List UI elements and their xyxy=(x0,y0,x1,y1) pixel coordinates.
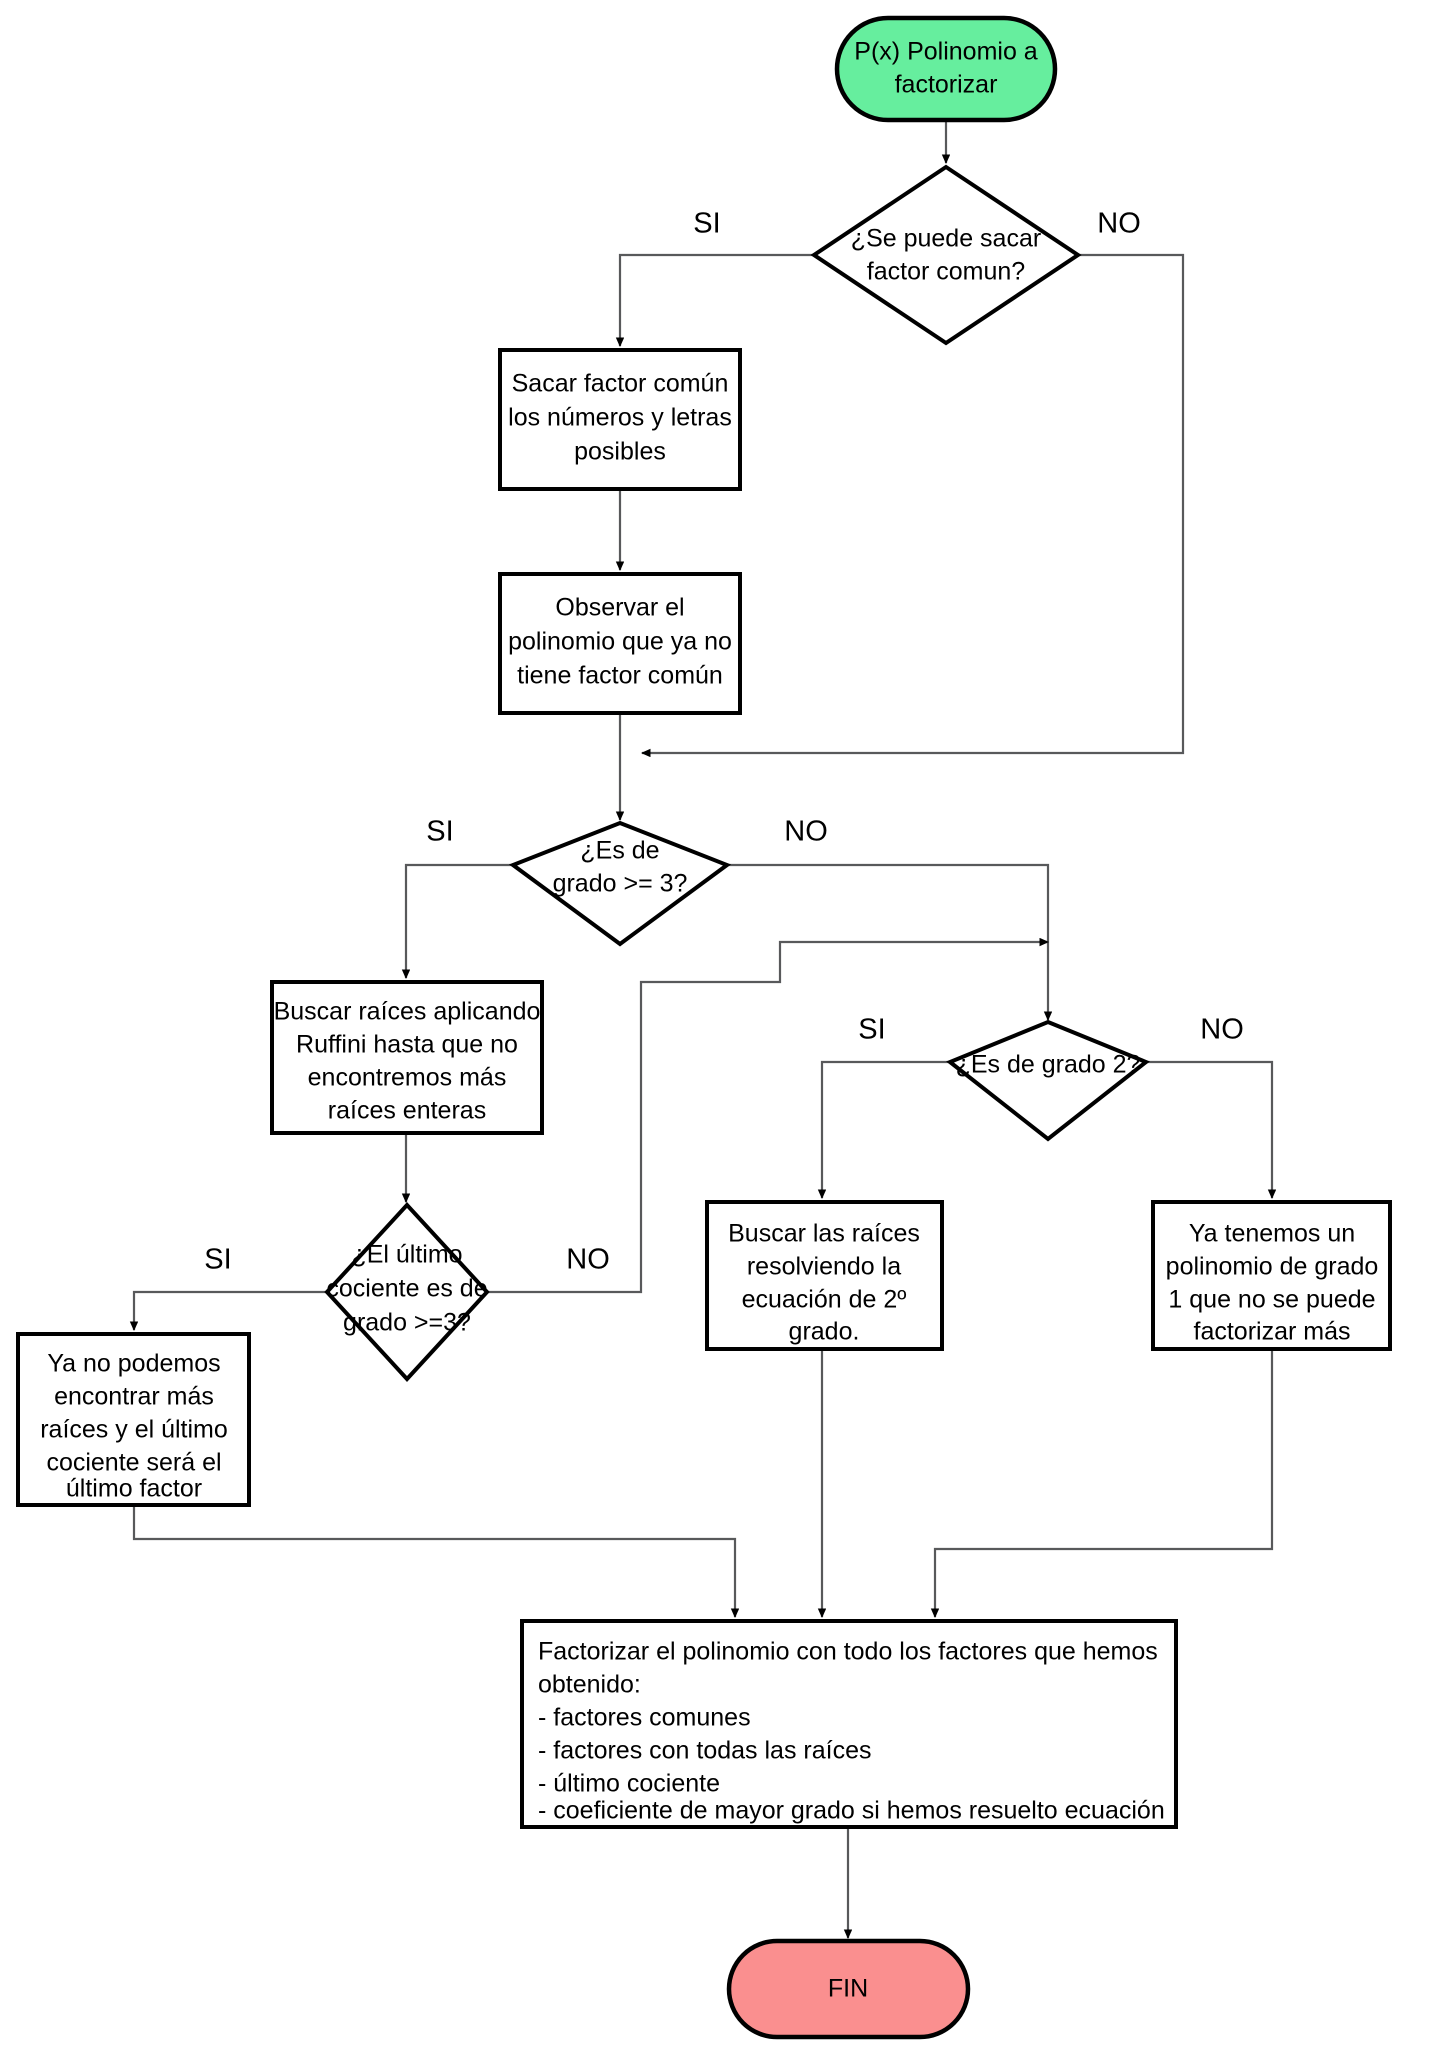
edge-grado3-si xyxy=(401,863,513,979)
branch-label-grado3-no: NO xyxy=(784,816,828,848)
process-sacar-factor-line-3: posibles xyxy=(574,438,666,466)
node-decision-ultimo-cociente[interactable]: ¿El último cociente es de grado >=3? SI … xyxy=(204,1202,610,1382)
process-factorizar-final-line-3: - factores comunes xyxy=(538,1704,751,1732)
decision-ultimo-cociente-line-2: cociente es de xyxy=(326,1275,487,1303)
decision-grado3-shape xyxy=(508,820,732,947)
process-ecuacion2-line-2: resolviendo la xyxy=(747,1253,901,1281)
node-start[interactable]: P(x) Polinomio a factorizar xyxy=(834,15,1058,123)
node-process-ruffini[interactable]: Buscar raíces aplicando Ruffini hasta qu… xyxy=(270,980,544,1135)
node-process-ecuacion2[interactable]: Buscar las raíces resolviendo la ecuació… xyxy=(705,1200,944,1351)
process-ecuacion2-line-1: Buscar las raíces xyxy=(728,1220,920,1248)
decision-factor-comun-shape xyxy=(810,164,1082,346)
process-observar-line-1: Observar el xyxy=(555,594,684,622)
process-sacar-factor-line-1: Sacar factor común xyxy=(512,370,729,398)
process-ya-no-podemos-line-3: raíces y el último xyxy=(40,1416,228,1444)
edge-factor-comun-no xyxy=(641,253,1185,758)
process-factorizar-final-line-6: - coeficiente de mayor grado si hemos re… xyxy=(538,1797,1165,1825)
process-ecuacion2-shape xyxy=(705,1200,944,1351)
process-grado1-line-2: polinomio de grado xyxy=(1166,1253,1379,1281)
branch-label-ultimo-cociente-no: NO xyxy=(566,1244,610,1276)
process-factorizar-final-line-4: - factores con todas las raíces xyxy=(538,1737,871,1765)
process-factorizar-final-line-1: Factorizar el polinomio con todo los fac… xyxy=(538,1638,1158,1666)
branch-label-grado2-no: NO xyxy=(1200,1014,1244,1046)
node-process-ya-no-podemos[interactable]: Ya no podemos encontrar más raíces y el … xyxy=(16,1332,251,1507)
process-factorizar-final-line-2: obtenido: xyxy=(538,1671,641,1699)
decision-factor-comun-line-1: ¿Se puede sacar xyxy=(851,225,1041,253)
node-end[interactable]: FIN xyxy=(726,1938,971,2040)
decision-factor-comun-line-2: factor comun? xyxy=(867,258,1025,286)
edge-ultimo-cociente-no xyxy=(487,937,1049,1294)
edge-ultimo-cociente-si xyxy=(129,1290,327,1331)
node-decision-factor-comun[interactable]: ¿Se puede sacar factor comun? SI NO xyxy=(693,164,1141,346)
node-process-grado1[interactable]: Ya tenemos un polinomio de grado 1 que n… xyxy=(1151,1200,1392,1351)
process-ya-no-podemos-line-2: encontrar más xyxy=(54,1383,214,1411)
edge-grado3-no xyxy=(727,863,1053,1021)
process-sacar-factor-line-2: los números y letras xyxy=(508,404,732,432)
branch-label-ultimo-cociente-si: SI xyxy=(204,1244,231,1276)
process-ya-no-podemos-shape xyxy=(16,1332,251,1507)
process-observar-line-2: polinomio que ya no xyxy=(508,628,732,656)
node-process-factorizar-final[interactable]: Factorizar el polinomio con todo los fac… xyxy=(520,1619,1178,1829)
node-decision-grado3[interactable]: ¿Es de grado >= 3? SI NO xyxy=(426,816,828,947)
end-label: FIN xyxy=(828,1975,868,2003)
process-ya-no-podemos-line-1: Ya no podemos xyxy=(47,1350,220,1378)
edge-factor-comun-si xyxy=(615,253,814,347)
branch-label-grado3-si: SI xyxy=(426,816,453,848)
process-ecuacion2-line-4: grado. xyxy=(789,1318,860,1346)
decision-grado2-line-1: ¿Es de grado 2? xyxy=(956,1051,1141,1079)
edge-grado2-no xyxy=(1146,1060,1277,1199)
decision-grado2-shape xyxy=(946,1019,1150,1142)
process-ruffini-line-2: Ruffini hasta que no xyxy=(296,1031,518,1059)
process-observar-line-3: tiene factor común xyxy=(517,662,723,690)
edge-ya-no-podemos-to-final xyxy=(132,1505,740,1618)
process-grado1-shape xyxy=(1151,1200,1392,1351)
process-factorizar-final-shape xyxy=(520,1619,1178,1829)
process-sacar-factor-shape xyxy=(498,348,742,491)
start-shape xyxy=(834,15,1058,123)
edge-grado1-to-final xyxy=(930,1349,1274,1618)
process-observar-shape xyxy=(498,572,742,715)
end-shape xyxy=(726,1938,971,2040)
decision-ultimo-cociente-line-3: grado >=3? xyxy=(343,1309,471,1337)
process-factorizar-final-line-5: - último cociente xyxy=(538,1770,720,1798)
process-grado1-line-4: factorizar más xyxy=(1194,1318,1351,1346)
process-ya-no-podemos-line-5: último factor xyxy=(66,1475,202,1503)
connector-layer xyxy=(129,120,1277,1939)
branch-label-factor-comun-no: NO xyxy=(1097,208,1141,240)
process-ruffini-line-3: encontremos más xyxy=(308,1064,507,1092)
start-label-line-1: P(x) Polinomio a xyxy=(854,38,1037,66)
node-process-sacar-factor[interactable]: Sacar factor común los números y letras … xyxy=(498,348,742,491)
process-ruffini-shape xyxy=(270,980,544,1135)
process-ruffini-line-4: raíces enteras xyxy=(328,1097,486,1125)
process-grado1-line-1: Ya tenemos un xyxy=(1189,1220,1355,1248)
node-decision-grado2[interactable]: ¿Es de grado 2? SI NO xyxy=(858,1014,1244,1142)
decision-grado3-line-1: ¿Es de xyxy=(580,837,659,865)
start-label-line-2: factorizar xyxy=(895,71,998,99)
process-ya-no-podemos-line-4: cociente será el xyxy=(46,1449,221,1477)
decision-ultimo-cociente-shape xyxy=(324,1202,490,1382)
process-ruffini-line-1: Buscar raíces aplicando xyxy=(274,998,541,1026)
process-grado1-line-3: 1 que no se puede xyxy=(1168,1286,1375,1314)
process-ecuacion2-line-3: ecuación de 2º xyxy=(742,1286,907,1314)
branch-label-grado2-si: SI xyxy=(858,1014,885,1046)
node-process-observar[interactable]: Observar el polinomio que ya no tiene fa… xyxy=(498,572,742,715)
branch-label-factor-comun-si: SI xyxy=(693,208,720,240)
edge-grado2-si xyxy=(817,1060,950,1199)
decision-ultimo-cociente-line-1: ¿El último xyxy=(351,1241,462,1269)
decision-grado3-line-2: grado >= 3? xyxy=(553,870,688,898)
